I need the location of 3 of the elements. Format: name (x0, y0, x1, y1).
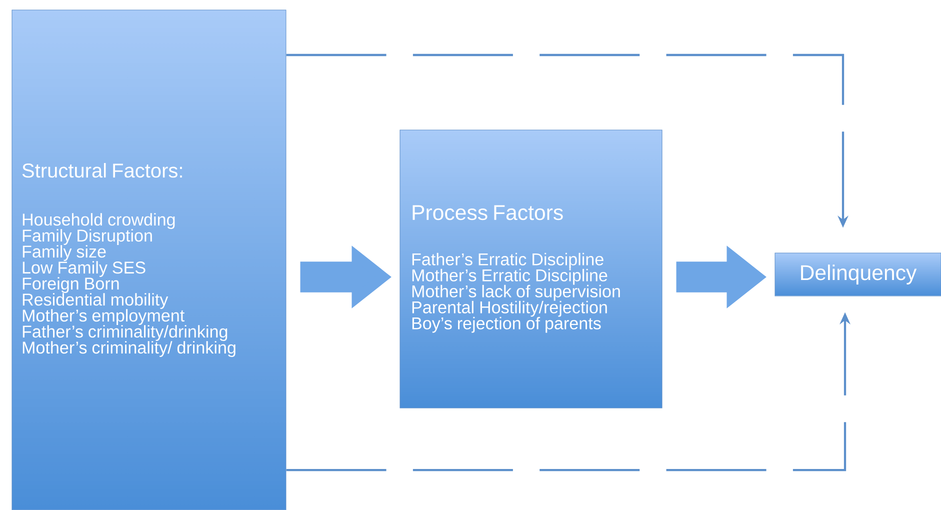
factor-box: Structural Factors: Household crowding Family Disruption Family size Low Family SES Foreign Born Residential mobility Mother’s employment Father’s criminality/drinking Mother’s criminality/ drinking (12, 10, 286, 510)
outcome-box: Delinquency (774, 252, 941, 296)
factor-box: Process Factors Father’s Erratic Discipline Mother’s Erratic Discipline Mother’s lack of supervision Parental Hostility/rejection Boy’s rejection of parents (400, 130, 662, 408)
